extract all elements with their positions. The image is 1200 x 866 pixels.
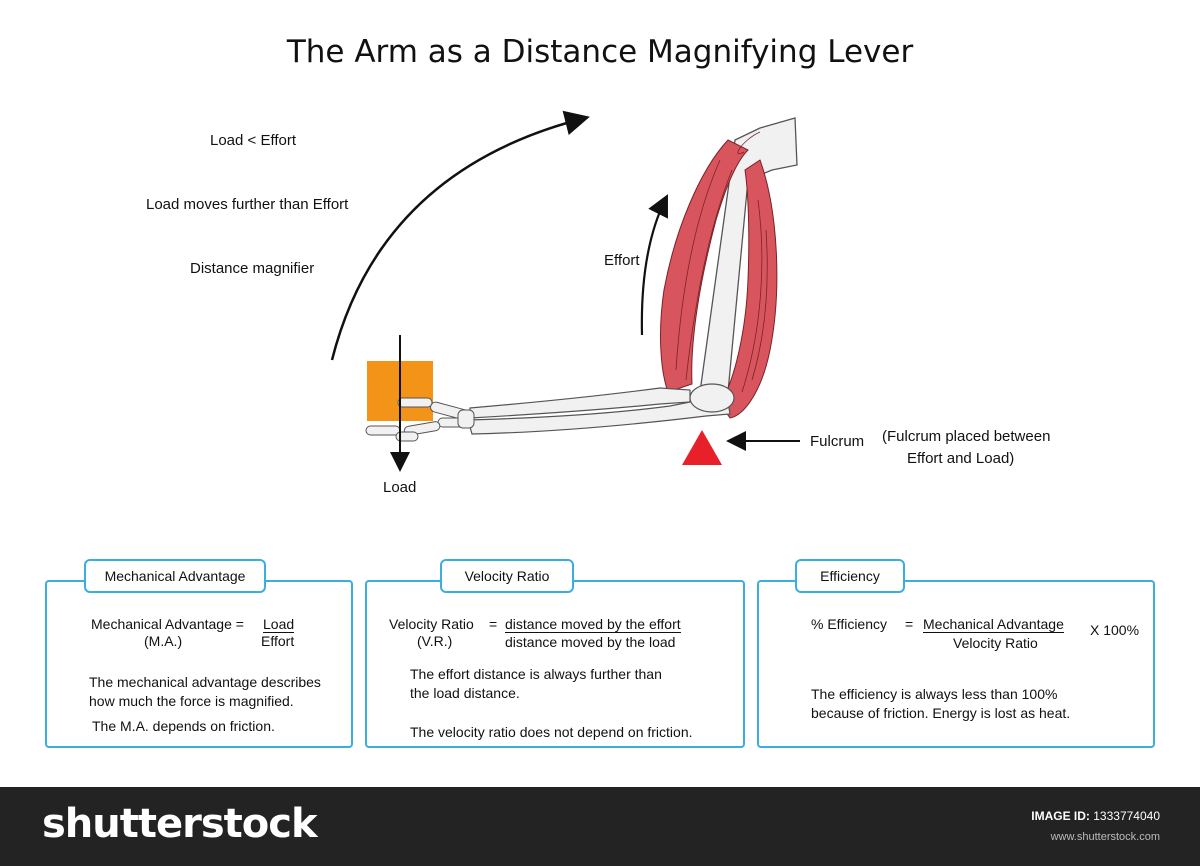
vr-desc-2: the load distance. [410,685,520,701]
mechanical-advantage-box: Mechanical Advantage = Load Effort (M.A.… [45,580,353,748]
ma-numerator: Load [263,616,295,633]
fulcrum-note-line1: (Fulcrum placed between [882,428,1051,445]
vr-desc-1: The effort distance is always further th… [410,666,662,682]
hand-bones [365,397,475,442]
shutterstock-logo: shutterstock [42,801,318,847]
vr-numerator: distance moved by the effort [505,616,681,633]
ma-formula-name: Mechanical Advantage = [91,616,244,632]
ma-denominator: Effort [261,633,295,649]
load-arc-arrow [330,110,590,361]
page-title: The Arm as a Distance Magnifying Lever [286,34,914,70]
note-load-moves-further: Load moves further than Effort [146,196,349,213]
vr-denominator: distance moved by the load [505,634,676,650]
effort-label: Effort [604,252,640,269]
eff-desc-1: The efficiency is always less than 100% [811,686,1058,702]
load-label: Load [383,479,417,496]
eff-times-100: X 100% [1090,622,1140,638]
eff-numerator: Mechanical Advantage [923,616,1064,633]
ma-abbr: (M.A.) [144,633,183,649]
fulcrum-label: Fulcrum [810,433,865,450]
ma-desc-2: how much the force is magnified. [89,693,294,709]
effort-arrow [640,194,668,336]
ma-tab: Mechanical Advantage [84,559,266,593]
image-id: IMAGE ID: 1333774040 [1031,809,1160,823]
vr-desc-3: The velocity ratio does not depend on fr… [410,724,693,740]
eff-formula-name: % Efficiency [811,616,887,632]
arm-lever-diagram [330,110,800,472]
vr-tab: Velocity Ratio [440,559,574,593]
eff-equals: = [905,616,914,632]
site-url[interactable]: www.shutterstock.com [1050,831,1160,843]
ulna-bone [467,399,731,435]
fulcrum-triangle [682,430,722,465]
vr-formula-name: Velocity Ratio [389,616,474,632]
note-distance-magnifier: Distance magnifier [190,260,315,277]
efficiency-box: % Efficiency = Mechanical Advantage Velo… [757,580,1155,748]
footer-bar: shutterstock IMAGE ID: 1333774040 www.sh… [0,787,1200,866]
eff-denominator: Velocity Ratio [953,635,1038,651]
ma-desc-1: The mechanical advantage describes [89,674,321,690]
efficiency-tab: Efficiency [795,559,905,593]
note-load-less-effort: Load < Effort [210,132,297,149]
vr-equals: = [489,616,498,632]
vr-abbr: (V.R.) [417,633,453,649]
velocity-ratio-box: Velocity Ratio = (V.R.) distance moved b… [365,580,745,748]
fulcrum-note-line2: Effort and Load) [907,450,1015,467]
eff-desc-2: because of friction. Energy is lost as h… [811,705,1071,721]
ma-desc-3: The M.A. depends on friction. [92,718,275,734]
